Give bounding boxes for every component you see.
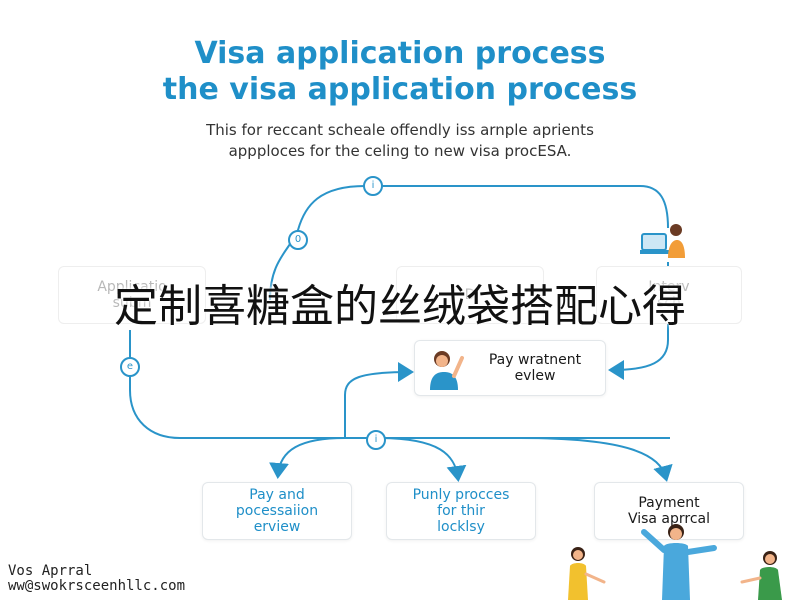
box-punly-process-line-3: locklsy xyxy=(437,519,485,535)
box-pay-review-line-1: Pay wratnent xyxy=(488,352,582,368)
node-top: i xyxy=(363,176,383,196)
subtitle-line-1: This for reccant scheale offendly iss ar… xyxy=(206,121,594,139)
box-pay-processing-line-1: Pay and xyxy=(249,487,305,503)
connector-branch-right xyxy=(519,437,673,482)
person-woman-left-icon xyxy=(568,547,606,600)
box-pay-processing-line-3: erview xyxy=(253,519,301,535)
connector-to-pay-review xyxy=(344,362,414,438)
subtitle-line-2: appploces for the celing to new visa pro… xyxy=(228,142,572,160)
footer-line-1: Vos Aprral xyxy=(8,563,93,579)
person-waving-icon xyxy=(430,351,464,390)
node-middle: i xyxy=(366,430,386,450)
box-pay-review-line-2: evlew xyxy=(514,368,556,384)
box-payment-approval-line-1: Payment xyxy=(638,495,700,511)
box-pay-processing-line-2: pocessaiion xyxy=(235,503,319,519)
node-left: 0 xyxy=(288,230,308,250)
person-man-center-icon xyxy=(641,524,717,600)
box-punly-process-line-1: Punly procces xyxy=(412,487,510,503)
person-at-laptop-icon xyxy=(640,224,685,258)
footer-line-2: ww@swokrsceenhllc.com xyxy=(8,578,186,594)
box-payment-approval-line-2: Visa aprrcal xyxy=(627,511,711,527)
connector-branch-left xyxy=(268,437,346,479)
connector-top-loop xyxy=(269,185,669,301)
connector-branch-middle xyxy=(377,437,467,482)
box-interview-line-2: sch xyxy=(657,295,681,311)
box-document: D xyxy=(396,266,544,324)
connector-left-down xyxy=(129,330,670,439)
box-application-line-1: Applicatio xyxy=(97,279,167,295)
connector-right-to-pay-review xyxy=(608,262,669,380)
node-lower-left: e xyxy=(120,357,140,377)
page-title-line-2: the visa application process xyxy=(162,72,638,107)
page-title-line-1: Visa application process xyxy=(194,36,606,71)
person-woman-right-icon xyxy=(740,551,782,600)
box-document-line-1: D xyxy=(464,287,476,303)
box-application-line-2: subm xyxy=(112,295,152,311)
box-punly-process-line-2: for thir xyxy=(437,503,485,519)
box-interview-line-1: Interv xyxy=(648,279,690,295)
overlay-text: 定制喜糖盒的丝绒袋搭配心得 xyxy=(114,281,686,332)
